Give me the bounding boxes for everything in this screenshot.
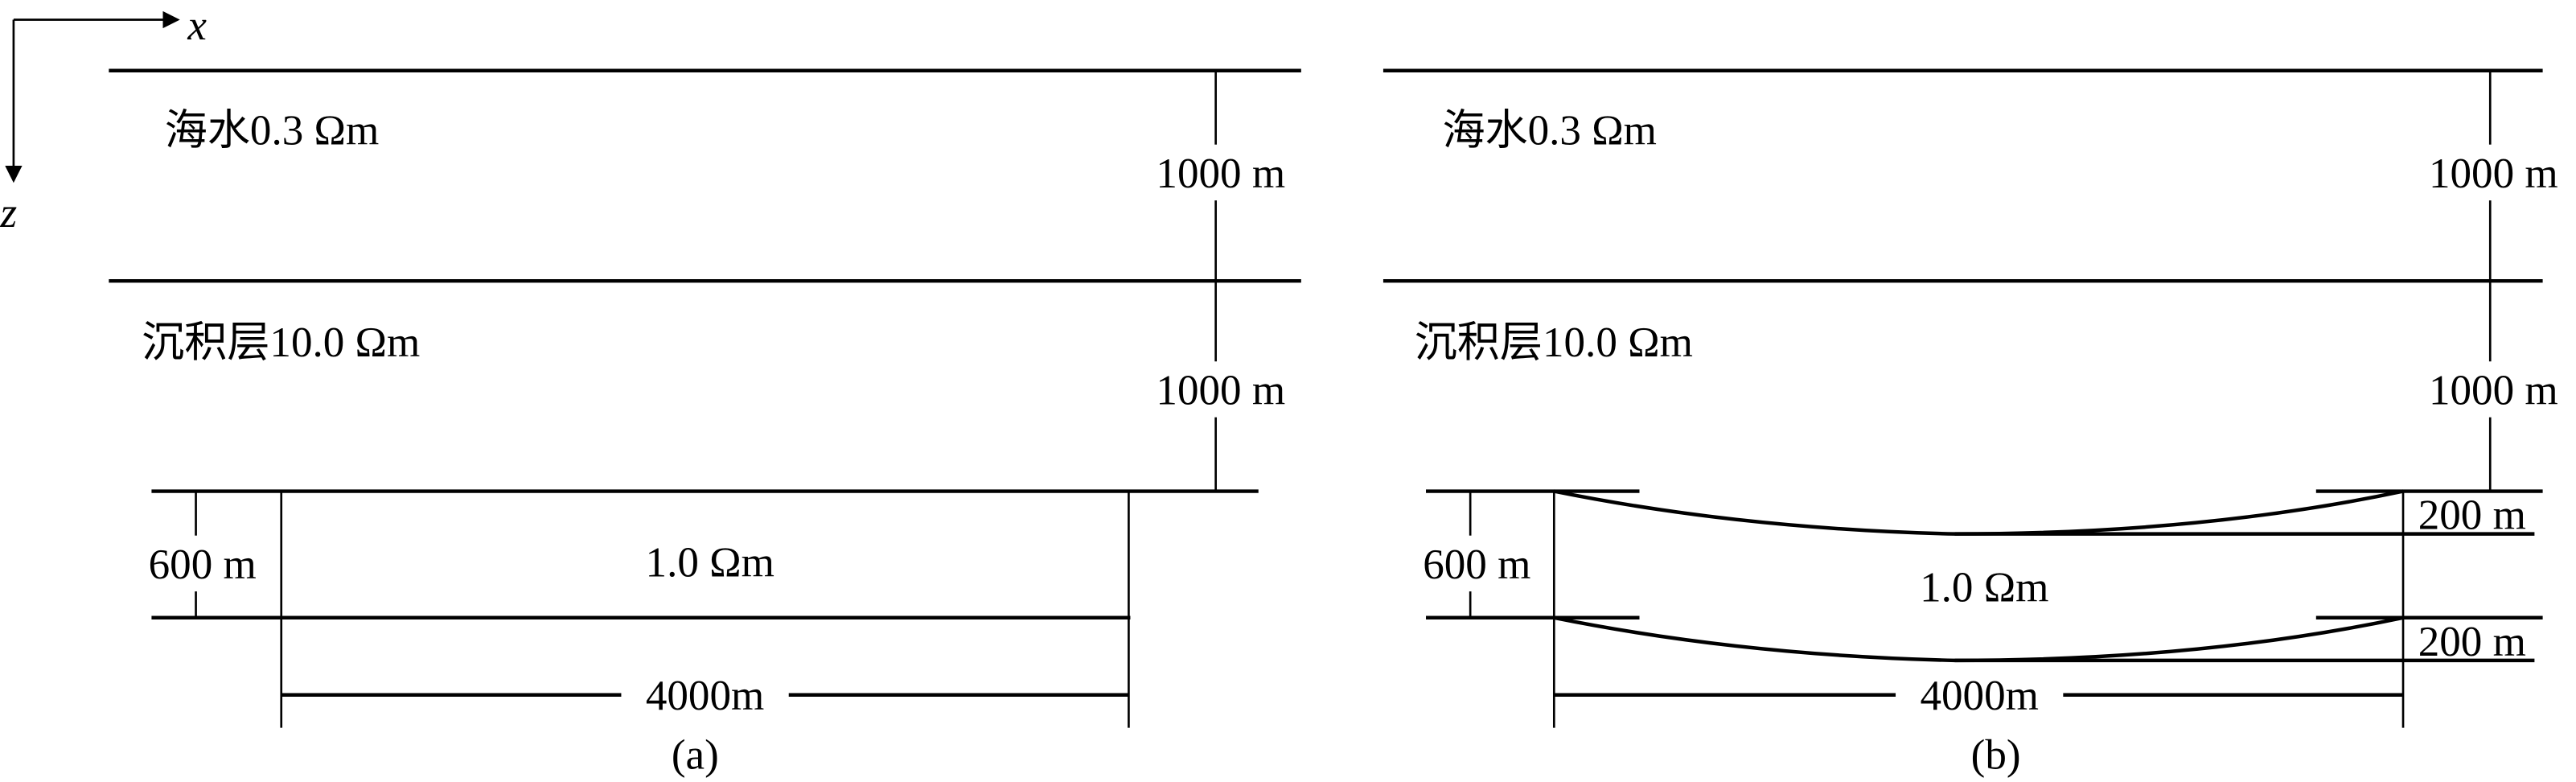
top-sag-label: 200 m	[2418, 492, 2526, 539]
seawater-thickness: 1000 m	[2429, 150, 2558, 197]
seawater-label: 海水0.3 Ωm	[165, 108, 380, 154]
body-resistivity-label: 1.0 Ωm	[646, 540, 774, 586]
panel-b: 1000 m 1000 m 海水0.3 Ωm 沉积层10.0 Ωm 600 m …	[1382, 68, 2576, 779]
body-thickness-label: 600 m	[1423, 541, 1530, 588]
panel-a-caption: (a)	[672, 732, 719, 779]
body-width-label: 4000m	[1920, 673, 2038, 719]
coordinate-axes: x z	[0, 2, 207, 237]
sediment-thickness: 1000 m	[2429, 367, 2558, 414]
sediment-thickness: 1000 m	[1156, 367, 1285, 414]
panel-a: 1000 m 1000 m 海水0.3 Ωm 沉积层10.0 Ωm 600 m …	[109, 68, 1301, 779]
seawater-thickness: 1000 m	[1156, 150, 1285, 197]
z-axis-label: z	[0, 190, 17, 237]
seawater-label: 海水0.3 Ωm	[1442, 108, 1657, 154]
bottom-sag-label: 200 m	[2418, 619, 2526, 665]
body-resistivity-label: 1.0 Ωm	[1920, 564, 2048, 611]
body-thickness-label: 600 m	[149, 541, 257, 588]
sediment-label: 沉积层10.0 Ωm	[142, 319, 420, 366]
panel-b-caption: (b)	[1971, 732, 2021, 779]
curved-top-boundary	[1553, 489, 2404, 536]
curved-bottom-boundary	[1553, 615, 2404, 663]
body-width-label: 4000m	[646, 673, 764, 719]
x-axis-label: x	[187, 2, 207, 49]
sediment-label: 沉积层10.0 Ωm	[1415, 319, 1693, 366]
